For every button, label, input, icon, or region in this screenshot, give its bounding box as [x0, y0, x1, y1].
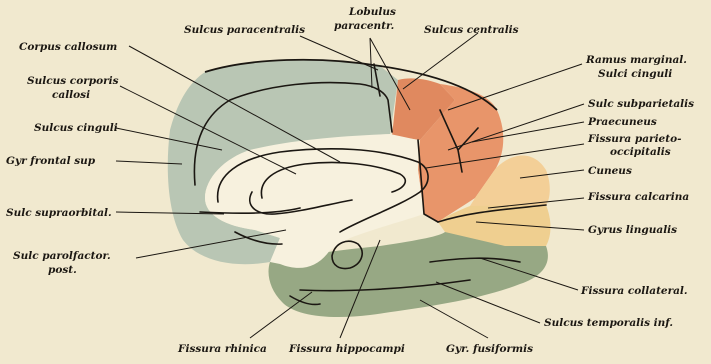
label-sulc-supraorbital: Sulc supraorbital.	[6, 207, 112, 219]
label-sulcus-cinguli: Sulcus cinguli	[34, 122, 118, 134]
label-sulcus-temporalis-inf: Sulcus temporalis inf.	[544, 317, 673, 329]
label-ramus-marginal-2: Sulci cinguli	[598, 68, 672, 80]
label-sulcus-centralis: Sulcus centralis	[424, 24, 519, 36]
label-sulc-parolfactor-post-1: Sulc parolfactor.	[13, 250, 111, 262]
label-fissura-hippocampi: Fissura hippocampi	[288, 343, 405, 355]
label-praecuneus: Praecuneus	[587, 116, 657, 128]
label-sulc-subparietalis: Sulc subparietalis	[588, 98, 694, 110]
label-sulcus-corporis-callosi-1: Sulcus corporis	[27, 75, 119, 87]
leader-sulcus-centralis	[403, 33, 478, 89]
leader-gyr-fusiformis	[420, 300, 488, 338]
label-gyr-fusiformis: Gyr. fusiformis	[446, 343, 533, 355]
label-fissura-calcarina: Fissura calcarina	[587, 191, 689, 203]
label-fissura-rhinica: Fissura rhinica	[177, 343, 267, 355]
label-sulcus-paracentralis: Sulcus paracentralis	[184, 24, 305, 36]
leader-ramus-marginal	[448, 64, 582, 110]
label-gyr-frontal-sup: Gyr frontal sup	[6, 155, 96, 167]
label-fissura-collateral: Fissura collateral.	[580, 285, 688, 297]
label-lobulus-paracentr-2: paracentr.	[334, 20, 394, 32]
label-fissura-parieto-occipitalis-2: occipitalis	[610, 146, 671, 158]
label-fissura-parieto-occipitalis-1: Fissura parieto-	[587, 133, 681, 145]
label-cuneus: Cuneus	[588, 165, 632, 177]
label-ramus-marginal-1: Ramus marginal.	[585, 54, 687, 66]
label-corpus-callosum: Corpus callosum	[19, 41, 117, 53]
label-sulcus-corporis-callosi-2: callosi	[52, 89, 90, 101]
label-gyrus-lingualis: Gyrus lingualis	[588, 224, 677, 236]
label-sulc-parolfactor-post-2: post.	[48, 264, 77, 276]
label-lobulus-paracentr-1: Lobulus	[348, 6, 396, 18]
